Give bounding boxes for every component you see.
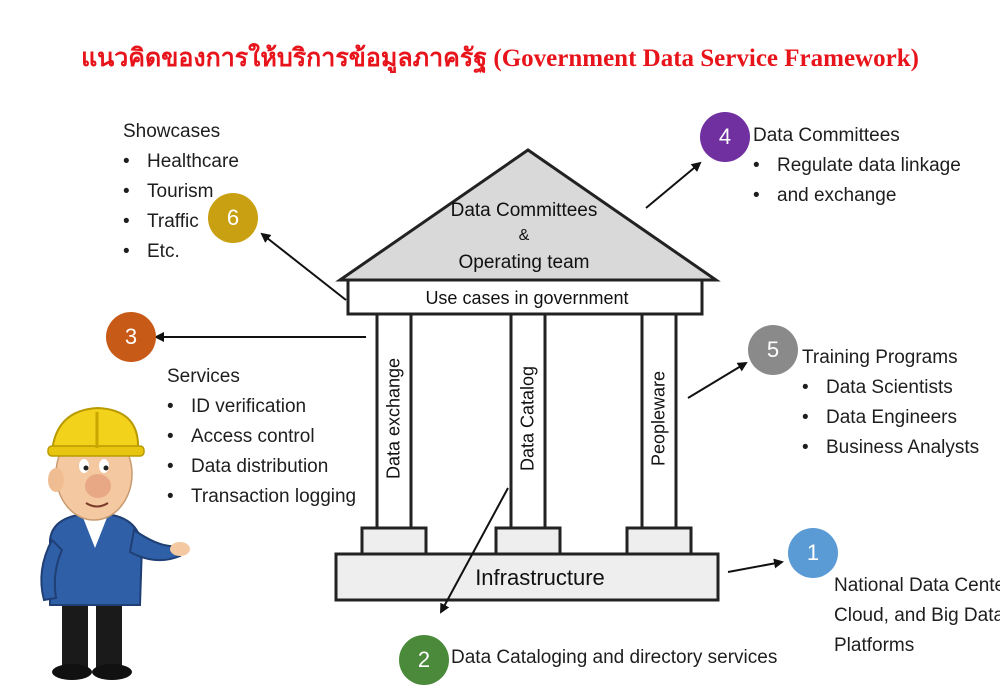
badge-1: 1 bbox=[788, 528, 838, 578]
training-programs-heading: Training Programs bbox=[802, 347, 958, 368]
roof-label-line3: Operating team bbox=[459, 252, 590, 273]
arrow-to-data-committees bbox=[645, 161, 702, 209]
pillar-peopleware bbox=[640, 312, 678, 530]
training-programs-list: Data Scientists Data Engineers Business … bbox=[802, 373, 979, 463]
pillar-label-peopleware: Peopleware bbox=[648, 370, 669, 467]
infrastructure-platforms-line2: Cloud, and Big Data bbox=[834, 605, 1000, 626]
page-title: แนวคิดของการให้บริการข้อมูลภาครัฐ (Gover… bbox=[81, 45, 919, 72]
list-item: Data distribution bbox=[167, 452, 356, 482]
pillar-label-data-exchange: Data exchange bbox=[383, 357, 404, 480]
pillar-data-exchange bbox=[375, 312, 413, 530]
beam-label: Use cases in government bbox=[425, 288, 628, 308]
arrow-to-cataloging bbox=[440, 487, 509, 614]
list-item: ID verification bbox=[167, 392, 356, 422]
list-item: Traffic bbox=[123, 207, 239, 237]
list-item: Healthcare bbox=[123, 147, 239, 177]
list-item: and exchange bbox=[753, 181, 961, 211]
showcases-heading: Showcases bbox=[123, 121, 221, 142]
data-committees-list: Regulate data linkage and exchange bbox=[753, 151, 961, 211]
data-cataloging-label: Data Cataloging and directory services bbox=[451, 647, 778, 668]
data-committees-heading: Data Committees bbox=[753, 125, 900, 146]
infrastructure-platforms-block: National Data Center, Cloud, and Big Dat… bbox=[834, 571, 1000, 661]
services-list: ID verification Access control Data dist… bbox=[167, 392, 356, 512]
pillar-base-3 bbox=[625, 526, 693, 556]
roof-label-line2: & bbox=[519, 227, 530, 244]
pillar-base-2 bbox=[494, 526, 562, 556]
arrow-to-infrastructure-platforms bbox=[727, 558, 784, 573]
badge-5: 5 bbox=[748, 325, 798, 375]
badge-4: 4 bbox=[700, 112, 750, 162]
list-item: Business Analysts bbox=[802, 433, 979, 463]
training-programs-block: Training Programs Data Scientists Data E… bbox=[802, 343, 979, 463]
arrow-to-training bbox=[687, 361, 748, 399]
pillar-label-data-catalog: Data Catalog bbox=[517, 365, 538, 472]
data-committees-block: Data Committees Regulate data linkage an… bbox=[753, 121, 961, 211]
roof-label-line1: Data Committees bbox=[451, 200, 598, 221]
infrastructure-platforms-line3: Platforms bbox=[834, 635, 915, 656]
list-item: Regulate data linkage bbox=[753, 151, 961, 181]
list-item: Access control bbox=[167, 422, 356, 452]
list-item: Data Engineers bbox=[802, 403, 979, 433]
badge-6: 6 bbox=[208, 193, 258, 243]
list-item: Transaction logging bbox=[167, 482, 356, 512]
pillar-base-1 bbox=[360, 526, 428, 556]
list-item: Etc. bbox=[123, 237, 239, 267]
infrastructure-platforms-line1: National Data Center, bbox=[834, 575, 1000, 596]
arrow-to-showcases bbox=[260, 232, 347, 301]
temple-foundation bbox=[334, 552, 720, 602]
badge-3: 3 bbox=[106, 312, 156, 362]
showcases-list: Healthcare Tourism Traffic Etc. bbox=[123, 147, 239, 267]
services-block: Services ID verification Access control … bbox=[167, 362, 356, 512]
list-item: Tourism bbox=[123, 177, 239, 207]
badge-2: 2 bbox=[399, 635, 449, 685]
services-heading: Services bbox=[167, 366, 240, 387]
showcases-block: Showcases Healthcare Tourism Traffic Etc… bbox=[123, 117, 239, 267]
foundation-label: Infrastructure bbox=[475, 565, 605, 590]
list-item: Data Scientists bbox=[802, 373, 979, 403]
worker-character-illustration bbox=[40, 406, 190, 680]
